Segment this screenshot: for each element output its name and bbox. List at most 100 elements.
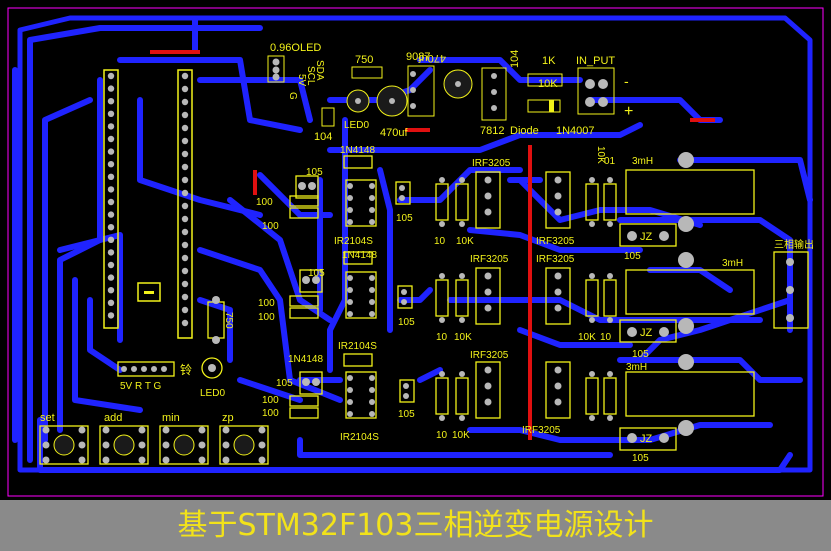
pad: [42, 441, 50, 449]
pad: [484, 288, 492, 296]
pad: [258, 426, 266, 434]
header-pin: [181, 306, 189, 314]
pad: [208, 364, 216, 372]
pad: [607, 371, 613, 377]
phase1-r01-label: 01: [604, 156, 616, 167]
btn-min-label: min: [162, 412, 180, 424]
header-pin: [181, 267, 189, 275]
pad: [607, 273, 613, 279]
oled-pin-labels: G 5V SCL SDA: [287, 60, 325, 100]
pad: [369, 299, 375, 305]
pad: [484, 398, 492, 406]
pad: [491, 73, 497, 79]
phase1-r10-label: 10: [434, 236, 446, 247]
pad: [484, 192, 492, 200]
header-pin: [181, 215, 189, 223]
header-pin: [107, 299, 115, 306]
pad: [585, 79, 595, 89]
pad: [369, 195, 375, 201]
pad: [459, 273, 465, 279]
push-button-cap: [173, 434, 195, 456]
pad: [347, 275, 353, 281]
header-pin: [107, 98, 115, 105]
pad: [78, 456, 86, 464]
pad: [312, 378, 320, 386]
phase2-r10k-label: 10K: [454, 332, 472, 343]
pad: [459, 371, 465, 377]
header-pin: [107, 312, 115, 319]
pad: [369, 399, 375, 405]
pad: [302, 378, 310, 386]
pad: [484, 304, 492, 312]
pad: [355, 98, 361, 104]
pad: [786, 258, 794, 266]
pad: [347, 219, 353, 225]
header-pin: [181, 150, 189, 158]
phase1-c105-out-label: 105: [624, 251, 641, 262]
header-pin: [107, 123, 115, 130]
phase2-c105-label: 105: [308, 268, 325, 279]
pad: [484, 176, 492, 184]
pad: [347, 195, 353, 201]
pad: [607, 177, 613, 183]
header-label: 5V R T G: [120, 381, 162, 392]
header-pin: [181, 176, 189, 184]
pad: [455, 81, 461, 87]
pad: [369, 219, 375, 225]
pad: [369, 207, 375, 213]
cap-470u-top-label: 470uf: [418, 52, 446, 64]
diode-part-label: 1N4007: [556, 125, 595, 137]
component-pads: [121, 71, 794, 443]
r750-top-label: 750: [355, 54, 373, 66]
pad: [554, 366, 562, 374]
pad: [312, 276, 320, 284]
pad: [585, 97, 595, 107]
input-label: IN_PUT: [576, 55, 615, 67]
pad: [222, 441, 230, 449]
pad: [162, 426, 170, 434]
cap-104-label: 104: [314, 131, 332, 143]
pad: [459, 221, 465, 227]
pad: [607, 317, 613, 323]
pad: [589, 371, 595, 377]
phase1-mos-high-label: IRF3205: [472, 158, 511, 169]
phase1-r10k-b-label: 10K: [595, 146, 606, 164]
pad: [258, 456, 266, 464]
phase1-r10k-label: 10K: [456, 236, 474, 247]
buzzer-label: 铃: [180, 362, 192, 377]
pad: [198, 456, 206, 464]
pad: [607, 415, 613, 421]
pad: [410, 71, 416, 77]
pad: [369, 287, 375, 293]
pad: [678, 354, 694, 370]
header-pin: [181, 189, 189, 197]
header-pin: [181, 137, 189, 145]
pad: [212, 336, 220, 344]
header-pin: [181, 163, 189, 171]
pad: [678, 152, 694, 168]
pad: [138, 426, 146, 434]
pad: [78, 441, 86, 449]
header-pin: [107, 249, 115, 256]
pad: [369, 183, 375, 189]
pad: [78, 426, 86, 434]
input-minus: -: [624, 73, 629, 89]
oled-label: 0.96OLED: [270, 42, 321, 54]
pad: [131, 366, 137, 372]
pad: [198, 441, 206, 449]
header-pin: [107, 186, 115, 193]
pad: [389, 98, 395, 104]
header-pin: [107, 287, 115, 294]
header-pin: [181, 72, 189, 80]
phase2-jz-label: JZ: [640, 327, 653, 339]
r10k-top-label: 10K: [538, 78, 558, 90]
header-pin: [181, 85, 189, 93]
pad: [439, 177, 445, 183]
header-pin: [181, 202, 189, 210]
phase3-c105-label: 105: [276, 378, 293, 389]
pad: [491, 105, 497, 111]
cap-470u-label: 470uf: [380, 127, 408, 139]
input-plus: +: [624, 103, 633, 120]
phase3-r100a-label: 100: [262, 395, 279, 406]
pad: [162, 456, 170, 464]
